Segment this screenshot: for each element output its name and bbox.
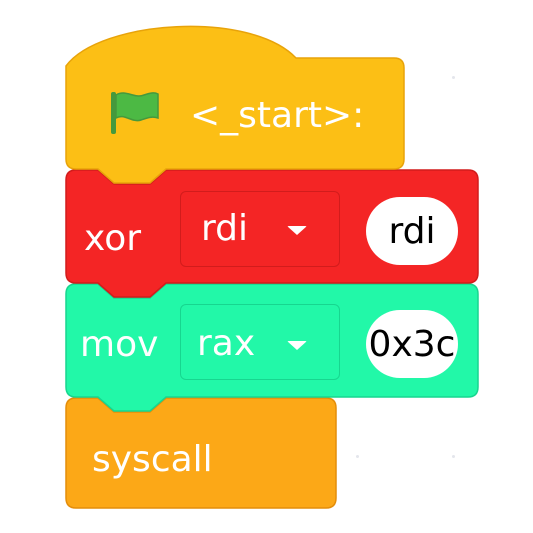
mov-operand-input[interactable]: 0x3c — [366, 310, 458, 378]
grid-dot — [356, 455, 359, 458]
green-flag-icon — [111, 92, 159, 134]
xor-operand-input[interactable]: rdi — [366, 197, 458, 265]
mov-operand-value: 0x3c — [368, 324, 456, 365]
grid-dot — [452, 455, 455, 458]
mov-opcode-label: mov — [80, 324, 159, 365]
xor-opcode-label: xor — [84, 218, 142, 259]
hat-block-label: <_start>: — [190, 95, 365, 136]
xor-register-dropdown[interactable]: rdi — [180, 191, 340, 267]
mov-register-dropdown[interactable]: rax — [180, 304, 340, 380]
chevron-down-icon — [287, 341, 307, 350]
hat-block-shape[interactable] — [65, 25, 405, 184]
xor-operand-value: rdi — [388, 211, 436, 252]
grid-dot — [452, 76, 455, 79]
xor-register-value: rdi — [201, 208, 249, 249]
mov-register-value: rax — [197, 323, 256, 364]
chevron-down-icon — [287, 226, 307, 235]
syscall-block-shape[interactable] — [65, 397, 337, 509]
syscall-opcode-label: syscall — [92, 439, 213, 480]
